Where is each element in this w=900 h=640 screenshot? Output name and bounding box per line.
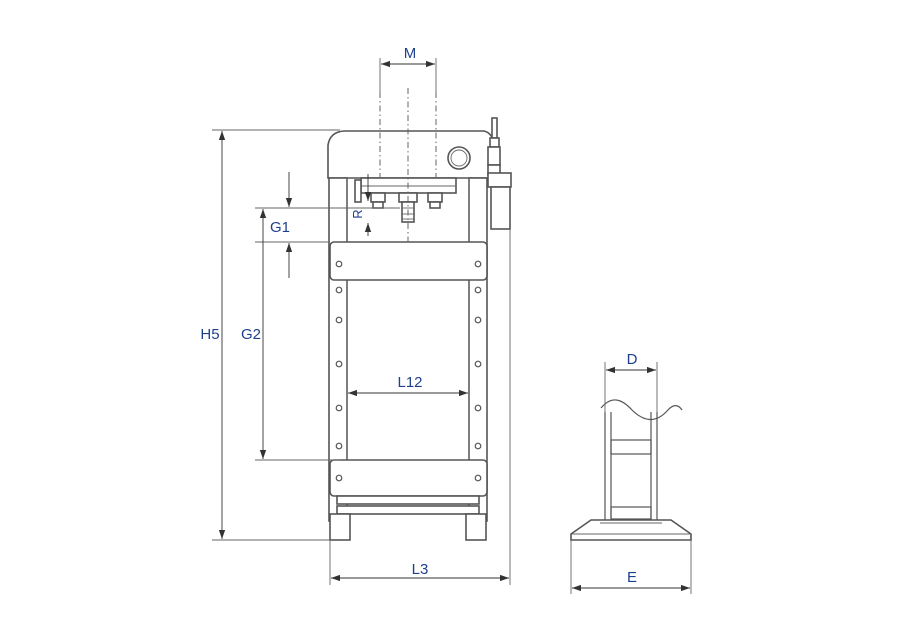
- post-holes: [335, 286, 482, 450]
- gauge-inner: [450, 149, 468, 167]
- label-r: R: [350, 209, 365, 218]
- break-line: [600, 399, 683, 421]
- press-side-view: [570, 399, 692, 541]
- label-m: M: [404, 45, 417, 62]
- label-e: E: [627, 569, 637, 586]
- label-l3: L3: [412, 561, 429, 578]
- right-foot: [465, 513, 487, 541]
- left-foot: [329, 513, 351, 541]
- label-l12: L12: [397, 374, 422, 391]
- bolt-left: [370, 192, 386, 203]
- dimension-l3: [329, 229, 511, 585]
- label-g1: G1: [270, 219, 290, 236]
- dimension-h5: [212, 129, 340, 541]
- label-d: D: [627, 351, 638, 368]
- dimension-e: [570, 540, 692, 594]
- side-cross-bar: [610, 439, 652, 455]
- label-g2: G2: [241, 326, 261, 343]
- hydraulic-pump: [487, 172, 512, 230]
- press-front-view: [327, 88, 512, 541]
- dimension-d: [604, 362, 658, 412]
- base-rail-top: [336, 495, 480, 505]
- dimension-g1: [255, 172, 400, 278]
- bolt-right: [427, 192, 443, 203]
- dimension-g2: [255, 207, 340, 461]
- lower-bed: [329, 459, 488, 497]
- bed-holes: [335, 260, 482, 482]
- dimension-m: [379, 58, 437, 96]
- pump-handle: [487, 117, 501, 176]
- upper-bed: [329, 241, 488, 281]
- label-h5: H5: [200, 326, 219, 343]
- base-rail-bottom: [336, 505, 480, 515]
